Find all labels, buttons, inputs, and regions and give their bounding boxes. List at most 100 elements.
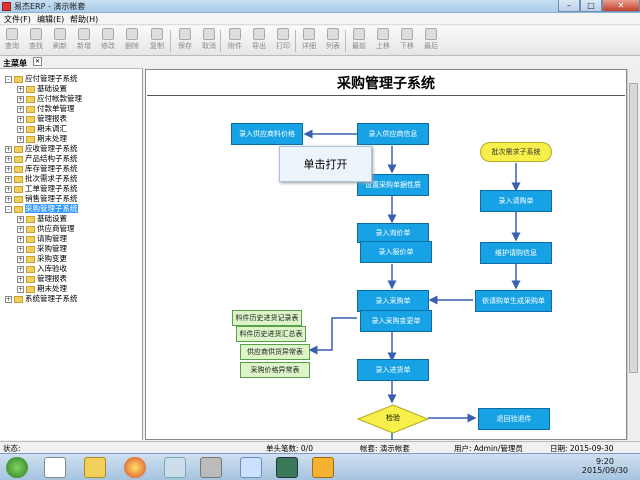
chart-app-icon[interactable]	[44, 457, 66, 478]
tree-node[interactable]: +请购管理	[17, 234, 67, 244]
toolbar-button-16[interactable]: 下移	[397, 28, 417, 54]
expand-icon[interactable]: +	[17, 235, 24, 243]
network-icon[interactable]	[164, 457, 186, 478]
maintain-requisition-box[interactable]: 维护请购信息	[480, 242, 552, 264]
price-entry-box[interactable]: 录入供应商料价格	[231, 123, 303, 145]
toolbar-button-1[interactable]: 查找	[26, 28, 46, 54]
tree-node[interactable]: +批次需求子系统	[5, 174, 78, 184]
expand-icon[interactable]: +	[5, 175, 12, 183]
toolbar-button-5[interactable]: 删除	[122, 28, 142, 54]
inspection-diamond[interactable]	[357, 404, 429, 434]
expand-icon[interactable]: +	[17, 115, 24, 123]
tree-node[interactable]: +系统管理子系统	[5, 294, 78, 304]
expand-icon[interactable]: +	[17, 265, 24, 273]
requisition-entry-box[interactable]: 录入请购单	[480, 190, 552, 212]
toolbar-button-14[interactable]: 最前	[349, 28, 369, 54]
tree-node[interactable]: +管理报表	[17, 274, 67, 284]
tree-node[interactable]: +基础设置	[17, 84, 67, 94]
expand-icon[interactable]: +	[5, 165, 12, 173]
toolbar-button-6[interactable]: 复制	[147, 28, 167, 54]
toolbar-button-3[interactable]: 新增	[74, 28, 94, 54]
expand-icon[interactable]: +	[5, 295, 12, 303]
close-panel-icon[interactable]: ✕	[33, 57, 42, 66]
toolbar-button-17[interactable]: 最后	[421, 28, 441, 54]
minimize-button[interactable]: –	[558, 0, 580, 12]
tree-node[interactable]: +采购管理	[17, 244, 67, 254]
menu-help[interactable]: 帮助(H)	[70, 15, 99, 24]
tree-node[interactable]: +采购变更	[17, 254, 67, 264]
expand-icon[interactable]: +	[5, 195, 12, 203]
collapse-icon[interactable]: -	[5, 75, 12, 83]
browser-icon[interactable]	[124, 457, 146, 478]
supplier-exception-report[interactable]: 供应商供货异常表	[240, 344, 310, 360]
expand-icon[interactable]: +	[17, 125, 24, 133]
tree-node[interactable]: +应收管理子系统	[5, 144, 78, 154]
folder-icon[interactable]	[84, 457, 106, 478]
erp-app-icon[interactable]	[312, 457, 334, 478]
expand-icon[interactable]: +	[17, 245, 24, 253]
purchase-history-report[interactable]: 料件历史进货记录表	[232, 310, 302, 326]
tree-node[interactable]: +入库验收	[17, 264, 67, 274]
tree-node[interactable]: -采购管理子系统	[5, 204, 78, 214]
menu-file[interactable]: 文件(F)	[4, 15, 31, 24]
expand-icon[interactable]: +	[17, 255, 24, 263]
toolbar-button-2[interactable]: 刷新	[50, 28, 70, 54]
tree-node[interactable]: +工单管理子系统	[5, 184, 78, 194]
price-exception-report[interactable]: 采购价格异常表	[240, 362, 310, 378]
expand-icon[interactable]: +	[17, 135, 24, 143]
purchase-summary-report[interactable]: 料件历史进货汇总表	[236, 326, 306, 342]
expand-icon[interactable]: +	[5, 145, 12, 153]
expand-icon[interactable]: +	[17, 215, 24, 223]
tree-node[interactable]: +应付帐款管理	[17, 94, 82, 104]
expand-icon[interactable]: +	[17, 85, 24, 93]
tree-node[interactable]: +期末处理	[17, 134, 67, 144]
tree-node[interactable]: +基础设置	[17, 214, 67, 224]
maximize-button[interactable]: □	[580, 0, 602, 12]
expand-icon[interactable]: +	[17, 275, 24, 283]
receipt-entry-box[interactable]: 录入进货单	[357, 359, 429, 381]
toolbar-button-11[interactable]: 打印	[273, 28, 293, 54]
cp-app-icon[interactable]	[276, 457, 298, 478]
tree-node[interactable]: -应付管理子系统	[5, 74, 78, 84]
toolbar-button-12[interactable]: 详细	[299, 28, 319, 54]
tree-node[interactable]: +付款单管理	[17, 104, 75, 114]
toolbar-button-13[interactable]: 列表	[323, 28, 343, 54]
generate-po-box[interactable]: 依请购单生成采购单	[475, 290, 552, 312]
tree-node[interactable]: +销售管理子系统	[5, 194, 78, 204]
folder-icon	[26, 265, 35, 273]
inquiry-entry-box[interactable]: 录入询价单	[357, 223, 429, 243]
expand-icon[interactable]: +	[5, 155, 12, 163]
toolbar-button-8[interactable]: 取消	[199, 28, 219, 54]
return-box[interactable]: 退回验退件	[478, 408, 550, 430]
tree-node[interactable]: +期末处理	[17, 284, 67, 294]
scroll-thumb[interactable]	[629, 83, 638, 373]
expand-icon[interactable]: +	[17, 285, 24, 293]
quote-entry-box[interactable]: 录入报价单	[360, 241, 432, 263]
toolbar-button-9[interactable]: 附件	[225, 28, 245, 54]
po-entry-box[interactable]: 录入采购单	[357, 290, 429, 312]
tree-node[interactable]: +产品结构子系统	[5, 154, 78, 164]
toolbar-button-10[interactable]: 导出	[249, 28, 269, 54]
po-change-box[interactable]: 录入采购变更单	[360, 310, 432, 332]
tree-node[interactable]: +管理报表	[17, 114, 67, 124]
window-icon[interactable]	[240, 457, 262, 478]
expand-icon[interactable]: +	[17, 95, 24, 103]
collapse-icon[interactable]: -	[5, 205, 12, 213]
batch-requirement-box[interactable]: 批次需求子系统	[480, 142, 552, 162]
expand-icon[interactable]: +	[17, 225, 24, 233]
tree-node[interactable]: +供应商管理	[17, 224, 75, 234]
supplier-entry-box[interactable]: 录入供应商信息	[357, 123, 429, 145]
toolbar-button-4[interactable]: 修改	[98, 28, 118, 54]
start-button[interactable]	[6, 457, 28, 478]
vertical-scrollbar[interactable]	[627, 69, 639, 440]
tree-node[interactable]: +库存管理子系统	[5, 164, 78, 174]
menu-edit[interactable]: 编辑(E)	[37, 15, 65, 24]
tree-node[interactable]: +期末调汇	[17, 124, 67, 134]
toolbar-button-0[interactable]: 查询	[2, 28, 22, 54]
toolbar-button-7[interactable]: 保存	[175, 28, 195, 54]
device-icon[interactable]	[200, 457, 222, 478]
document-property-box[interactable]: 设置采购单据性质	[357, 174, 429, 196]
expand-icon[interactable]: +	[5, 185, 12, 193]
expand-icon[interactable]: +	[17, 105, 24, 113]
toolbar-button-15[interactable]: 上移	[373, 28, 393, 54]
